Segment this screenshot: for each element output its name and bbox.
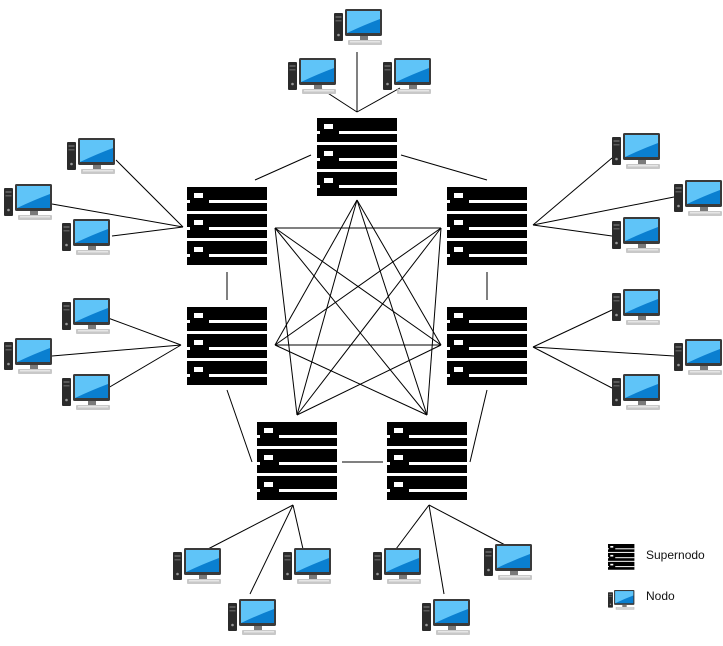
node-link-bottom-right-2 bbox=[428, 504, 508, 547]
node-link-top-3 bbox=[356, 87, 401, 113]
supernode-bottom-left bbox=[257, 422, 337, 500]
node-upper-left-1 bbox=[67, 138, 115, 174]
legend: Supernodo Nodo bbox=[608, 544, 705, 610]
supernode-bottom-right bbox=[387, 422, 467, 500]
node-mid-left-2 bbox=[4, 338, 52, 374]
link-top-upper-left bbox=[254, 154, 312, 181]
legend-supernode-label: Supernodo bbox=[646, 548, 705, 562]
node-bottom-right-3 bbox=[422, 599, 470, 635]
nodes-layer bbox=[4, 9, 722, 635]
mesh-link-top-mid-left bbox=[274, 199, 358, 346]
node-mid-right-2 bbox=[674, 339, 722, 375]
mesh-link-mid-left-bottom-right bbox=[274, 344, 428, 416]
mesh-link-upper-left-bottom-right bbox=[274, 227, 428, 416]
node-link-bottom-right-1 bbox=[395, 504, 430, 550]
node-link-mid-left-2 bbox=[51, 344, 182, 357]
supernode-top bbox=[317, 118, 397, 196]
legend-node-label: Nodo bbox=[646, 589, 675, 603]
node-top-2 bbox=[288, 58, 336, 94]
node-bottom-right-1 bbox=[373, 548, 421, 584]
node-mid-right-3 bbox=[612, 374, 660, 410]
node-link-bottom-left-3 bbox=[249, 504, 294, 595]
node-link-bottom-left-2 bbox=[292, 504, 304, 550]
node-link-upper-right-2 bbox=[532, 196, 675, 226]
node-link-mid-right-1 bbox=[532, 309, 613, 348]
supernodes-layer bbox=[187, 118, 527, 500]
legend-node-icon bbox=[608, 590, 635, 610]
node-mid-right-1 bbox=[612, 289, 660, 325]
node-link-mid-left-3 bbox=[107, 344, 182, 389]
mesh-link-top-mid-right bbox=[356, 199, 442, 346]
node-bottom-left-3 bbox=[228, 599, 276, 635]
mesh-link-upper-right-bottom-right bbox=[426, 227, 442, 416]
node-link-upper-right-3 bbox=[532, 224, 613, 237]
link-mid-left-bottom-left bbox=[226, 389, 253, 463]
mesh-link-top-bottom-right bbox=[356, 199, 428, 416]
node-bottom-left-2 bbox=[283, 548, 331, 584]
node-link-upper-left-2 bbox=[51, 203, 184, 228]
supernode-upper-right bbox=[447, 187, 527, 265]
mesh-link-upper-right-bottom-left bbox=[296, 227, 442, 416]
legend-supernode-icon bbox=[608, 544, 635, 570]
node-link-upper-right-1 bbox=[532, 157, 613, 226]
link-top-upper-right bbox=[400, 154, 488, 181]
node-top-1 bbox=[334, 9, 382, 45]
node-link-bottom-left-1 bbox=[207, 504, 294, 550]
node-link-mid-right-2 bbox=[532, 346, 675, 357]
node-bottom-right-2 bbox=[484, 544, 532, 580]
node-link-bottom-right-3 bbox=[428, 504, 445, 595]
node-link-upper-left-3 bbox=[111, 226, 184, 237]
mesh-link-top-bottom-left bbox=[296, 199, 358, 416]
mesh-link-upper-right-mid-left bbox=[274, 227, 442, 346]
supernode-mid-right bbox=[447, 307, 527, 385]
node-legend-glyph bbox=[608, 590, 635, 610]
node-upper-right-2 bbox=[674, 180, 722, 216]
node-upper-right-3 bbox=[612, 217, 660, 253]
node-mid-left-3 bbox=[62, 374, 110, 410]
node-mid-left-1 bbox=[62, 298, 110, 334]
node-link-mid-right-3 bbox=[532, 346, 613, 389]
supernode-mid-left bbox=[187, 307, 267, 385]
link-mid-right-bottom-right bbox=[469, 389, 488, 463]
node-link-mid-left-1 bbox=[107, 317, 182, 346]
node-upper-left-3 bbox=[62, 219, 110, 255]
supernode-upper-left bbox=[187, 187, 267, 265]
node-link-upper-left-1 bbox=[115, 159, 184, 228]
node-upper-left-2 bbox=[4, 184, 52, 220]
supernode-legend-glyph bbox=[608, 544, 635, 570]
node-bottom-left-1 bbox=[173, 548, 221, 584]
node-top-3 bbox=[383, 58, 431, 94]
mesh-link-upper-left-bottom-left bbox=[274, 227, 298, 416]
mesh-link-mid-right-bottom-left bbox=[296, 344, 442, 416]
node-upper-right-1 bbox=[612, 133, 660, 169]
